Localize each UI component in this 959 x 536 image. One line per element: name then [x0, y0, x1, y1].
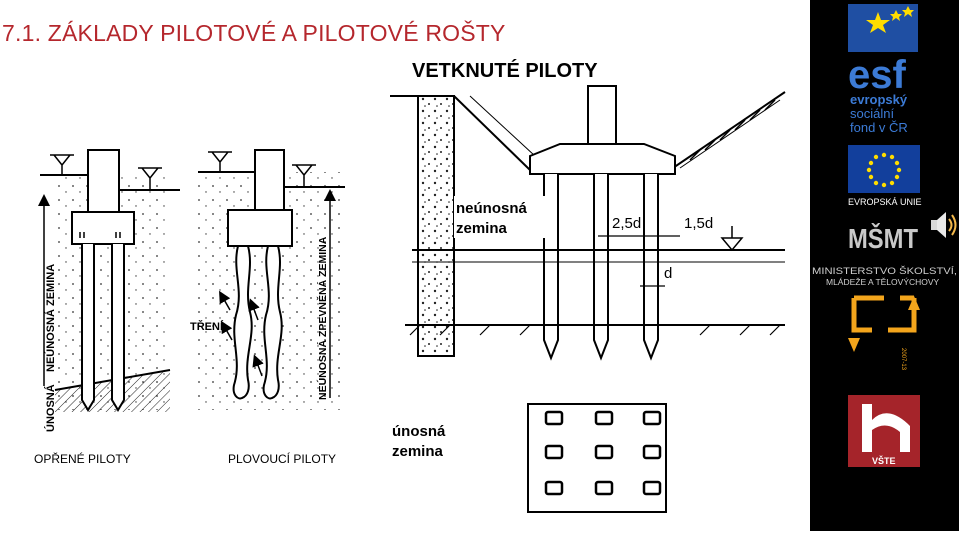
plan-view-piles	[544, 410, 662, 496]
star-icon	[890, 10, 902, 21]
retaining-wall	[417, 95, 455, 357]
star-icon	[902, 6, 914, 17]
nonbearing-soil-label-1: neúnosná	[456, 200, 527, 217]
vste-emblem	[862, 404, 910, 452]
esf-line2: sociální	[850, 106, 894, 121]
rebar-mark	[79, 232, 121, 238]
supported-piles-diagram: NEÚNOSNÁ ZEMINA ÚNOSNÁ	[38, 149, 180, 432]
slope-hatch	[689, 99, 776, 161]
nonbearing-soil-label: NEÚNOSNÁ ZEMINA	[44, 264, 57, 372]
level-marker-icon	[208, 151, 232, 172]
wavy-pile	[262, 245, 283, 400]
bearing-soil-label-2: zemina	[392, 443, 444, 460]
level-marker-icon	[50, 154, 74, 175]
pile-plan	[594, 410, 614, 426]
dim-edge-label: 1,5d	[684, 215, 713, 232]
project-badge: 2007-13	[848, 295, 920, 371]
pile	[643, 174, 659, 361]
layer-hatch	[409, 324, 781, 336]
bearing-soil-label-1: únosná	[392, 423, 446, 440]
pile	[593, 174, 609, 361]
dim-spacing-label: 2,5d	[612, 215, 641, 232]
vste-logo: VŠTE	[848, 395, 920, 467]
floating-piles-diagram: TŘENÍ NEÚNOSNÁ ZPEVNĚNÁ ZEMINA	[190, 149, 345, 410]
column	[254, 149, 285, 211]
friction-arrow	[221, 320, 233, 341]
pile-plan	[594, 480, 614, 496]
pile-plan	[642, 480, 662, 496]
msmt-logo-text: MŠMT	[848, 222, 918, 254]
page-title: 7.1. ZÁKLADY PILOTOVÉ A PILOTOVÉ ROŠTY	[2, 20, 506, 46]
esf-logo: esf evropský sociální fond v ČR	[848, 4, 918, 135]
column	[87, 149, 120, 213]
badge-arrow-icon	[848, 338, 860, 352]
floating-piles-caption: PLOVOUCÍ PILOTY	[228, 452, 337, 466]
eu-label: EVROPSKÁ UNIE	[848, 197, 922, 207]
friction-arrow	[219, 290, 231, 311]
pile-plan	[544, 410, 564, 426]
level-marker-icon	[138, 167, 162, 190]
pile	[111, 244, 125, 412]
logo-sidebar: esf evropský sociální fond v ČR EVROPSKÁ…	[810, 0, 959, 531]
msmt-logo: MŠMT MINISTERSTVO ŠKOLSTVÍ, MLÁDEŽE A TĚ…	[812, 222, 957, 287]
supported-piles-caption: OPŘENÉ PILOTY	[34, 452, 131, 466]
pile-plan	[544, 444, 564, 460]
column	[587, 85, 617, 145]
pile	[81, 244, 95, 412]
esf-logo-text: esf	[848, 53, 906, 97]
ministry-line1: MINISTERSTVO ŠKOLSTVÍ,	[812, 266, 957, 277]
pile-cap	[227, 209, 293, 247]
pile-plan	[642, 444, 662, 460]
star-icon	[866, 12, 890, 33]
bearing-soil-label: ÚNOSNÁ	[44, 384, 57, 432]
badge-frame	[851, 295, 917, 333]
pile-plan	[642, 410, 662, 426]
pile-plan	[544, 480, 564, 496]
vste-label: VŠTE	[872, 455, 896, 466]
ministry-line2: MLÁDEŽE A TĚLOVÝCHOVY	[826, 277, 940, 287]
pile-plan	[594, 444, 614, 460]
dim-diameter-label: d	[664, 265, 672, 282]
badge-arrow-icon	[908, 296, 920, 310]
esf-line3: fond v ČR	[850, 120, 908, 135]
speaker-icon[interactable]	[931, 212, 957, 238]
sidebar-logos: esf evropský sociální fond v ČR EVROPSKÁ…	[812, 4, 957, 467]
reinforced-soil-label: NEÚNOSNÁ ZPEVNĚNÁ ZEMINA	[316, 236, 329, 400]
eu-logo: EVROPSKÁ UNIE	[848, 145, 922, 207]
badge-text: 2007-13	[900, 348, 906, 371]
pile-cap	[71, 211, 135, 245]
pile-cap	[529, 143, 676, 175]
friction-arrow	[252, 354, 264, 377]
embedded-piles-diagram: VETKNUTÉ PILOTY 2,5d 1,5d d neúnosná zem	[390, 59, 786, 513]
nonbearing-soil-label-2: zemina	[456, 220, 508, 237]
esf-line1: evropský	[850, 92, 908, 107]
label-backdrop	[454, 196, 548, 238]
water-level-icon	[720, 226, 744, 252]
pile-foundation-drawings: NEÚNOSNÁ ZEMINA ÚNOSNÁ TŘENÍ NEÚNOSNÁ ZP…	[38, 59, 786, 513]
friction-label: TŘENÍ	[190, 320, 224, 333]
eu-stars	[866, 152, 902, 188]
level-marker-icon	[292, 164, 316, 187]
friction-arrow	[248, 298, 260, 321]
embedded-piles-heading: VETKNUTÉ PILOTY	[412, 59, 598, 82]
